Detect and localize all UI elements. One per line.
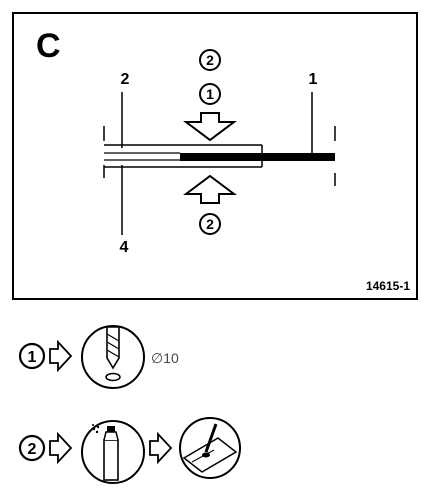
- callout-circle-2-top: 2: [199, 49, 221, 71]
- svg-text:1: 1: [206, 86, 214, 102]
- legend-arrow-right-icon: [149, 431, 173, 465]
- svg-text:2: 2: [28, 441, 37, 458]
- label-part-4: 4: [120, 239, 129, 256]
- legend-number-1: 1: [18, 342, 46, 370]
- arrow-up-icon: [183, 174, 237, 204]
- callout-circle-1-top: 1: [199, 83, 221, 105]
- legend-arrow-right-icon: [49, 431, 73, 465]
- legend-number-2: 2: [18, 434, 46, 462]
- svg-text:2: 2: [206, 216, 214, 232]
- drill-size-label: ∅10: [151, 350, 179, 366]
- reference-code: 14615-1: [366, 279, 410, 293]
- svg-text:1: 1: [28, 349, 37, 366]
- callout-circle-2-bottom: 2: [199, 213, 221, 235]
- panel-letter: C: [36, 27, 61, 65]
- legend-step-2: 2: [18, 417, 241, 484]
- applicator-icon: [179, 417, 241, 479]
- drill-bit-icon: [81, 325, 145, 389]
- spray-can-icon: [81, 420, 145, 484]
- panel-c: C 2 1 2 1 4: [12, 12, 418, 300]
- label-part-1: 1: [309, 71, 318, 88]
- label-part-2: 2: [121, 71, 130, 88]
- panel-frame: [12, 12, 418, 300]
- legend-step-1: 1 ∅10: [18, 325, 179, 389]
- legend-arrow-right-icon: [49, 339, 73, 373]
- arrow-down-icon: [183, 112, 237, 142]
- panel-cross-section: [103, 126, 336, 186]
- svg-text:2: 2: [206, 52, 214, 68]
